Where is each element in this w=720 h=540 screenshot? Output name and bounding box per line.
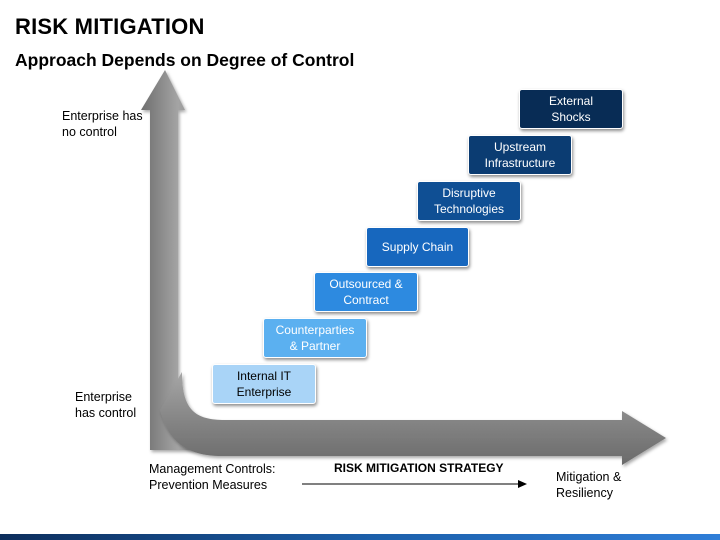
step-supply-chain: Supply Chain xyxy=(366,227,469,267)
label-risk-mitigation-strategy: RISK MITIGATION STRATEGY xyxy=(334,461,504,475)
page-subtitle: Approach Depends on Degree of Control xyxy=(15,50,355,70)
step-disruptive-tech: Disruptive Technologies xyxy=(417,181,521,221)
step-external-shocks: External Shocks xyxy=(519,89,623,129)
step-counterparties: Counterparties & Partner xyxy=(263,318,367,358)
step-outsourced-text: Outsourced & Contract xyxy=(329,277,403,307)
step-supply-chain-text: Supply Chain xyxy=(381,240,454,254)
footer-bar xyxy=(0,534,720,540)
step-internal-it-text: Internal IT Enterprise xyxy=(236,369,292,399)
step-upstream: Upstream Infrastructure xyxy=(468,135,572,175)
step-outsourced: Outsourced & Contract xyxy=(314,272,418,312)
label-has-control: Enterprise has control xyxy=(75,390,137,420)
label-management-controls: Management Controls: Prevention Measures xyxy=(149,462,276,492)
label-mitigation-resiliency: Mitigation & Resiliency xyxy=(556,470,622,500)
step-upstream-text: Upstream Infrastructure xyxy=(484,140,556,170)
step-internal-it: Internal IT Enterprise xyxy=(212,364,316,404)
strategy-direction-arrowhead xyxy=(518,480,527,488)
step-disruptive-tech-text: Disruptive Technologies xyxy=(433,186,505,216)
step-external-shocks-text: External Shocks xyxy=(548,94,594,124)
page-title: RISK MITIGATION xyxy=(15,14,205,39)
label-no-control: Enterprise has no control xyxy=(62,109,143,139)
step-counterparties-text: Counterparties & Partner xyxy=(275,323,355,353)
horizontal-arrow xyxy=(160,372,666,465)
vertical-arrow xyxy=(141,70,215,450)
